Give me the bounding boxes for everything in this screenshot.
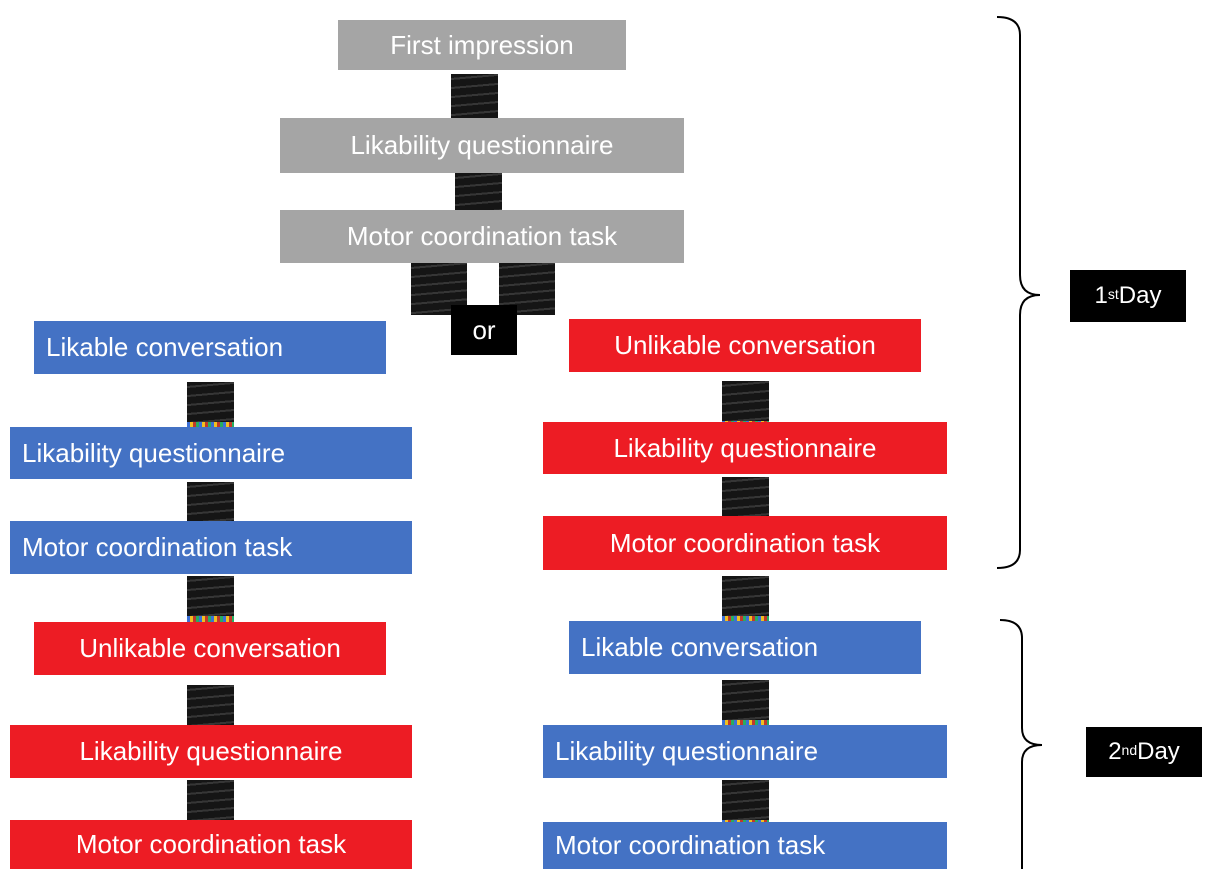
right-likability-questionnaire-day2-box: Likability questionnaire (543, 725, 947, 778)
day2-word: Day (1137, 738, 1180, 765)
right-likability-questionnaire-box: Likability questionnaire (543, 422, 947, 474)
likability-questionnaire-label: Likability questionnaire (350, 130, 614, 160)
left-likability-questionnaire-box: Likability questionnaire (10, 427, 412, 479)
right-motor-coordination-task-box: Motor coordination task (543, 516, 947, 570)
arrow-down-icon (187, 382, 234, 428)
left-unlikable-conversation-label: Unlikable conversation (79, 633, 341, 663)
first-impression-label: First impression (390, 29, 574, 60)
day2-number: 2 (1108, 738, 1122, 765)
day1-brace-icon (996, 16, 1041, 569)
right-unlikable-conversation-box: Unlikable conversation (569, 319, 921, 372)
likability-questionnaire-box: Likability questionnaire (280, 118, 684, 173)
right-unlikable-conversation-label: Unlikable conversation (614, 330, 876, 360)
left-motor-coordination-task-day2-box: Motor coordination task (10, 820, 412, 869)
left-likable-conversation-box: Likable conversation (34, 321, 386, 374)
day1-suffix: st (1107, 286, 1119, 302)
right-motor-coordination-task-label: Motor coordination task (609, 527, 881, 558)
day2-brace-icon (999, 619, 1043, 869)
right-motor-coordination-task-day2-box: Motor coordination task (543, 822, 947, 869)
arrow-down-icon (722, 576, 769, 622)
day1-word: Day (1118, 282, 1162, 309)
motor-coordination-task-box: Motor coordination task (280, 210, 684, 263)
right-motor-coordination-task-day2-label: Motor coordination task (555, 830, 826, 860)
left-motor-coordination-task-label: Motor coordination task (22, 532, 293, 562)
left-motor-coordination-task-day2-label: Motor coordination task (75, 829, 347, 859)
first-impression-box: First impression (338, 20, 626, 70)
left-likability-questionnaire-day2-box: Likability questionnaire (10, 725, 412, 778)
right-likability-questionnaire-day2-label: Likability questionnaire (555, 736, 819, 766)
right-likable-conversation-label: Likable conversation (581, 632, 819, 662)
day1-number: 1 (1094, 282, 1108, 309)
left-likable-conversation-label: Likable conversation (46, 332, 284, 362)
day2-suffix: nd (1121, 742, 1138, 758)
arrow-down-icon (451, 74, 498, 118)
motor-coordination-task-label: Motor coordination task (346, 221, 618, 251)
arrow-down-icon (187, 576, 234, 622)
right-likable-conversation-box: Likable conversation (569, 621, 921, 674)
arrow-down-icon (722, 680, 769, 726)
or-label: or (451, 305, 517, 355)
right-likability-questionnaire-label: Likability questionnaire (613, 432, 877, 463)
left-likability-questionnaire-label: Likability questionnaire (22, 437, 286, 468)
left-motor-coordination-task-box: Motor coordination task (10, 521, 412, 574)
left-unlikable-conversation-box: Unlikable conversation (34, 622, 386, 675)
left-likability-questionnaire-day2-label: Likability questionnaire (79, 736, 343, 766)
